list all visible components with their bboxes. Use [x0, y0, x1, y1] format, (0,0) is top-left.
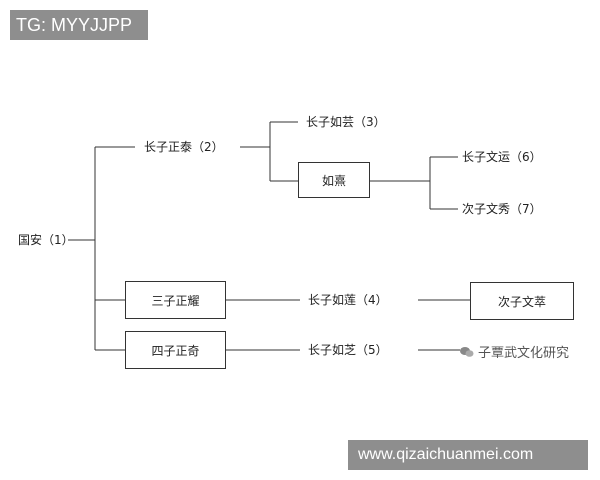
node-ruyun: 长子如芸（3）	[306, 115, 386, 129]
watermark-bottom: www.qizaichuanmei.com	[348, 440, 588, 470]
node-guoan: 国安（1）	[18, 233, 74, 247]
node-ruzhi: 长子如芝（5）	[308, 343, 388, 357]
node-ruxi: 如熹	[298, 162, 370, 198]
watermark-top: TG: MYYJJPP	[10, 10, 148, 40]
node-zhengqi: 四子正奇	[125, 331, 226, 369]
node-wenxiu: 次子文秀（7）	[462, 202, 542, 216]
node-wencui: 次子文萃	[470, 282, 574, 320]
node-zhengtai: 长子正泰（2）	[144, 140, 224, 154]
node-wenyun: 长子文运（6）	[462, 150, 542, 164]
node-rulian: 长子如莲（4）	[308, 293, 388, 307]
wechat-icon	[460, 346, 474, 358]
wechat-source-label: 子覃武文化研究	[478, 346, 570, 361]
node-zhengyao: 三子正耀	[125, 281, 226, 319]
wechat-source-mark: 子覃武文化研究	[460, 342, 569, 361]
